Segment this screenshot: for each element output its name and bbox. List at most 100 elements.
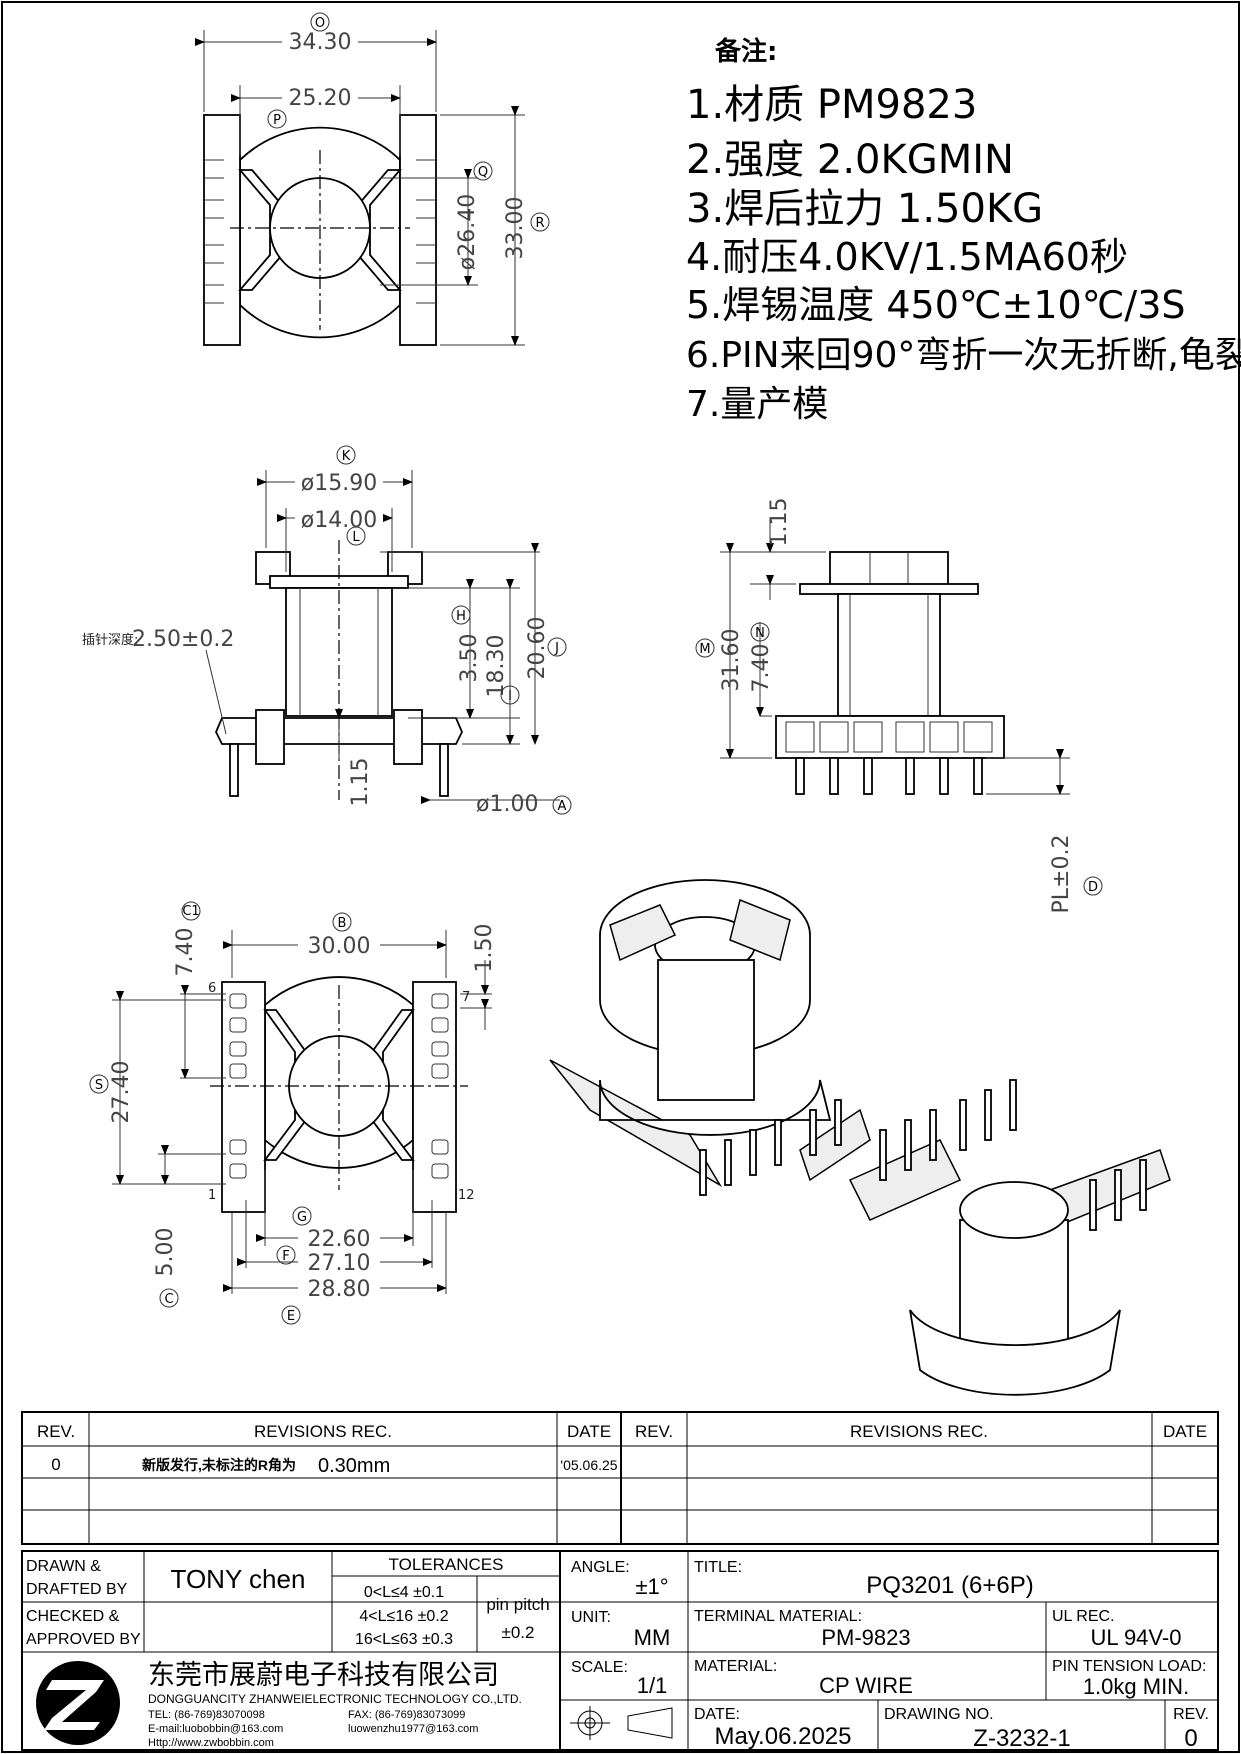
- dim-S: 27.40: [109, 1061, 134, 1124]
- drawing-no-value: Z-3232-1: [973, 1725, 1070, 1752]
- tag-A: A: [558, 799, 567, 814]
- note-6: 6.PIN来回90°弯折一次无折断,龟裂: [686, 335, 1241, 376]
- pin-number-12: 12: [458, 1188, 475, 1203]
- dim-front-top: 1.15: [767, 498, 792, 547]
- top-view: 34.30 O 25.20 P ø26.40 Q 33.00 R: [195, 12, 550, 346]
- dim-O: 34.30: [289, 30, 352, 55]
- unit-value: MM: [634, 1625, 671, 1650]
- notes-heading: 备注:: [714, 36, 777, 67]
- tag-P: P: [273, 113, 281, 128]
- rec-col-header-left: REVISIONS REC.: [254, 1422, 392, 1441]
- dim-I: 18.30: [484, 635, 509, 698]
- company-name-cn: 东莞市展蔚电子科技有限公司: [148, 1660, 499, 1690]
- pin-depth-value: 2.50±0.2: [132, 627, 234, 652]
- ul-rec-label: UL REC.: [1052, 1608, 1115, 1625]
- unit-label: UNIT:: [571, 1609, 611, 1626]
- material-value: CP WIRE: [819, 1673, 913, 1698]
- tag-B: B: [338, 916, 347, 931]
- front-view: 1.15 31.60 M 7.40 N PL±0.2 D: [695, 498, 1103, 914]
- rev-col-header-left: REV.: [37, 1422, 75, 1441]
- iso-view-bottom: [848, 1079, 1171, 1396]
- pin-number-6: 6: [208, 981, 216, 996]
- tolerance-row-1: 0<L≤4 ±0.1: [364, 1584, 444, 1601]
- dim-H: 3.50: [457, 634, 482, 683]
- dim-bottom-right: 1.50: [472, 924, 497, 973]
- tag-M: M: [699, 642, 710, 657]
- note-3: 3.焊后拉力 1.50KG: [686, 186, 1043, 232]
- tolerance-row-2: 4<L≤16 ±0.2: [359, 1608, 448, 1625]
- dim-C1: 7.40: [173, 928, 198, 977]
- tag-C: C: [164, 1292, 173, 1307]
- company-web: Http://www.zwbobbin.com: [148, 1737, 274, 1749]
- company-email-1: E-mail:luobobbin@163.com: [148, 1723, 283, 1735]
- pin-pitch-value: ±0.2: [502, 1623, 535, 1642]
- date-value: May.06.2025: [715, 1723, 852, 1750]
- dim-G: 22.60: [308, 1227, 371, 1252]
- title-label: TITLE:: [694, 1559, 742, 1576]
- revision-row-date: '05.06.25: [560, 1457, 617, 1473]
- scale-label: SCALE:: [571, 1659, 628, 1676]
- note-4: 4.耐压4.0KV/1.5MA60秒: [686, 235, 1128, 279]
- dim-Q: ø26.40: [455, 194, 480, 270]
- company-logo-icon: [36, 1661, 120, 1745]
- drawn-by-value: TONY chen: [171, 1564, 306, 1594]
- tag-E: E: [287, 1309, 295, 1324]
- pin-tension-label: PIN TENSION LOAD:: [1052, 1658, 1206, 1675]
- note-7: 7.量产模: [686, 384, 828, 425]
- dim-N: 7.40: [749, 644, 774, 693]
- dim-E: 28.80: [308, 1277, 371, 1302]
- tag-G: G: [297, 1210, 307, 1225]
- material-label: MATERIAL:: [694, 1658, 777, 1675]
- pin-number-1: 1: [208, 1188, 216, 1203]
- tag-R: R: [535, 216, 544, 231]
- checked-label-2: APPROVED BY: [26, 1631, 141, 1648]
- dim-K: ø15.90: [301, 471, 377, 496]
- tag-S: S: [95, 1078, 103, 1093]
- tolerances-label: TOLERANCES: [389, 1555, 504, 1574]
- dim-C: 5.00: [153, 1228, 178, 1277]
- pin-depth-label: 插针深度:: [82, 632, 138, 648]
- tag-F: F: [282, 1249, 289, 1264]
- company-email-2: luowenzhu1977@163.com: [348, 1723, 478, 1735]
- revisions-table: REV. REVISIONS REC. DATE REV. REVISIONS …: [21, 1411, 1219, 1545]
- date-label: DATE:: [694, 1706, 740, 1723]
- angle-value: ±1°: [635, 1574, 668, 1599]
- side-view: ø15.90 K ø14.00 L 插针深度: 2.50±0.2 3.50 H …: [82, 445, 572, 817]
- checked-label-1: CHECKED &: [26, 1608, 120, 1625]
- tag-Q: Q: [478, 165, 488, 180]
- rev-col-header-right: REV.: [635, 1422, 673, 1441]
- note-5: 5.焊锡温度 450℃±10℃/3S: [686, 283, 1186, 327]
- dim-D: PL±0.2: [1049, 835, 1074, 914]
- revision-row-rec-cn: 新版发行,未标注的R角为: [142, 1457, 296, 1473]
- tag-D: D: [1088, 880, 1098, 895]
- drawn-label-1: DRAWN &: [26, 1558, 101, 1575]
- dim-M: 31.60: [719, 629, 744, 692]
- tag-J: J: [554, 641, 559, 656]
- revision-row-rec-val: 0.30mm: [318, 1455, 390, 1477]
- title-block: DRAWN & DRAFTED BY TONY chen CHECKED & A…: [21, 1550, 1219, 1752]
- dim-side-bottom: 1.15: [348, 758, 373, 807]
- dim-F: 27.10: [308, 1251, 371, 1276]
- tag-L: L: [352, 530, 360, 545]
- dim-A: ø1.00: [476, 792, 538, 817]
- dim-L: ø14.00: [301, 508, 377, 533]
- tag-C1: C1: [182, 904, 199, 919]
- angle-label: ANGLE:: [571, 1559, 630, 1576]
- company-name-en: DONGGUANCITY ZHANWEIELECTRONIC TECHNOLOG…: [148, 1692, 522, 1706]
- ul-rec-value: UL 94V-0: [1091, 1625, 1182, 1650]
- tag-K: K: [342, 449, 351, 464]
- title-value: PQ3201 (6+6P): [866, 1572, 1033, 1599]
- date-col-header-right: DATE: [1163, 1422, 1207, 1441]
- dim-R: 33.00: [503, 197, 528, 260]
- date-col-header-left: DATE: [567, 1422, 611, 1441]
- tag-N: N: [755, 626, 765, 641]
- terminal-material-value: PM-9823: [821, 1625, 910, 1650]
- note-2: 2.强度 2.0KGMIN: [686, 137, 1014, 183]
- pin-pitch-label: pin pitch: [486, 1595, 549, 1614]
- tag-I: I: [508, 689, 512, 704]
- revision-row-rev: 0: [51, 1455, 60, 1474]
- notes-block: 备注: 1.材质 PM9823 2.强度 2.0KGMIN 3.焊后拉力 1.5…: [686, 36, 1241, 425]
- drawing-no-label: DRAWING NO.: [884, 1706, 994, 1723]
